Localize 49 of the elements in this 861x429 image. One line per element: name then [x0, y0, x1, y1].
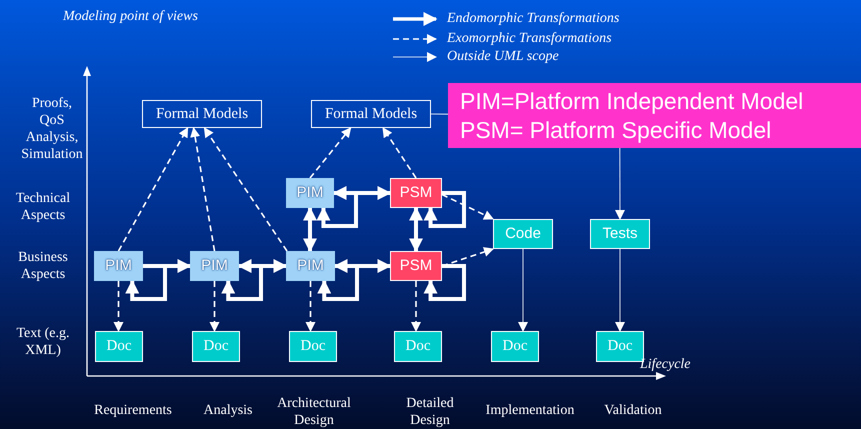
legend-text: Exomorphic Transformations: [447, 30, 612, 47]
document-box: Doc: [192, 331, 240, 362]
document-box: Doc: [491, 331, 539, 362]
artifact-box: Code: [493, 219, 553, 249]
artifact-box: Tests: [590, 219, 650, 249]
model-box: PSM: [390, 178, 442, 208]
model-box: PIM: [94, 251, 143, 281]
column-label: Architectural Design: [276, 395, 352, 429]
model-box: Formal Models: [311, 100, 431, 128]
arrow: [411, 281, 421, 332]
arrow: [210, 281, 220, 332]
column-label: Detailed Design: [405, 395, 455, 429]
arrow: [615, 248, 625, 332]
column-label: Requirements: [93, 402, 173, 419]
loop-arrow: [424, 264, 466, 301]
row-label: Business Aspects: [17, 249, 69, 283]
axis-title: Modeling point of views: [63, 8, 199, 25]
arrow: [409, 206, 423, 252]
loop-arrow: [424, 191, 466, 228]
model-box: PIM: [190, 251, 239, 281]
arrow: [118, 127, 188, 252]
arrow: [382, 127, 417, 178]
model-box: PSM: [390, 251, 442, 281]
arrow: [518, 248, 528, 332]
model-box: PIM: [286, 251, 335, 281]
arrow: [204, 127, 288, 252]
arrow: [309, 127, 352, 178]
row-label: Text (e.g. XML): [15, 325, 71, 359]
arrow: [306, 281, 316, 332]
column-label: Analysis: [202, 402, 254, 419]
document-box: Doc: [289, 331, 337, 362]
column-label: Validation: [603, 402, 663, 419]
model-box: Formal Models: [142, 100, 262, 128]
row-label: Technical Aspects: [14, 190, 72, 224]
arrow: [614, 148, 625, 220]
connector-line: [430, 114, 448, 115]
model-box: PIM: [286, 178, 334, 208]
note-box: PIM=Platform Independent Model PSM= Platform Specific Model: [448, 83, 861, 148]
document-box: Doc: [596, 331, 644, 362]
arrow: [190, 127, 216, 252]
arrow: [303, 206, 317, 252]
legend-text: Endomorphic Transformations: [447, 10, 620, 27]
column-label: Implementation: [484, 402, 576, 419]
legend-text: Outside UML scope: [447, 48, 559, 65]
arrow: [442, 194, 494, 220]
document-box: Doc: [394, 331, 442, 362]
arrow: [114, 281, 124, 332]
row-label: Proofs, QoS Analysis, Simulation: [20, 95, 84, 163]
document-box: Doc: [95, 331, 143, 362]
